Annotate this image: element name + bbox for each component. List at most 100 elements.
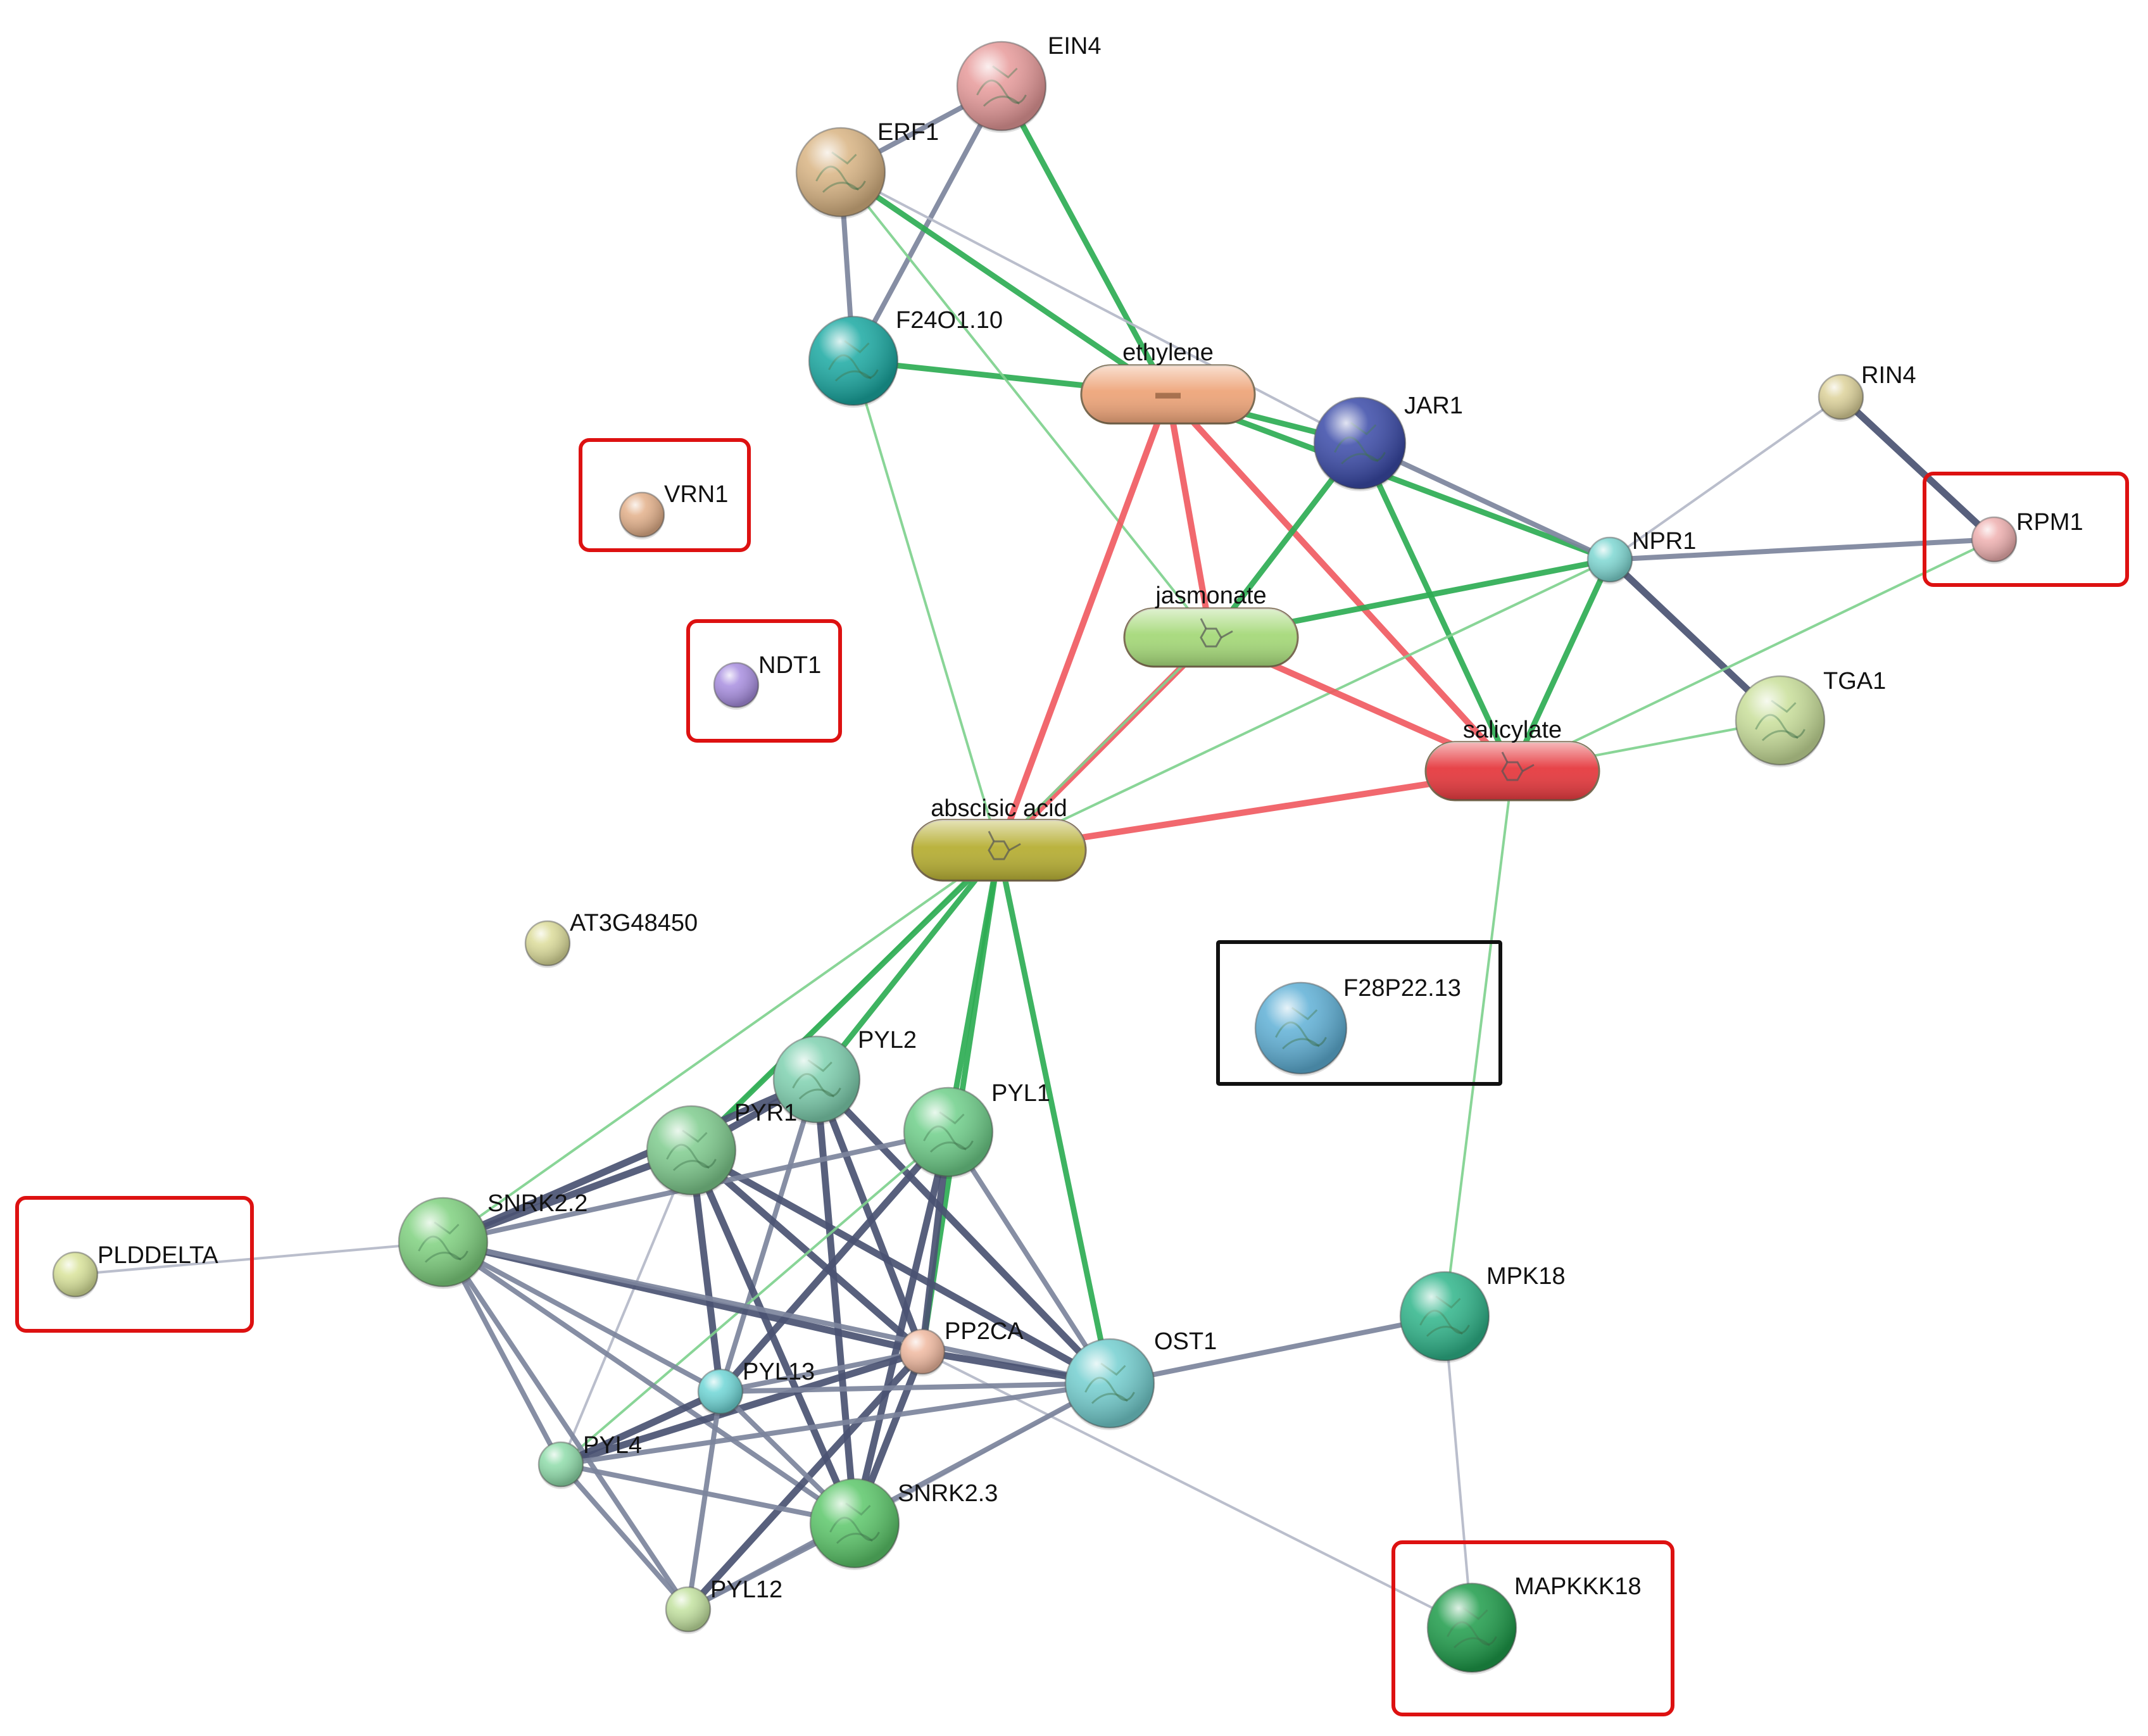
node-label-ndt1: NDT1 (758, 652, 821, 679)
edge-erf1-ethylene (838, 169, 1171, 398)
edge-pyr1-ost1 (688, 1147, 1114, 1387)
edge-pyl1-snrk2-3 (851, 1128, 952, 1527)
node-jasmonate[interactable] (1123, 607, 1299, 668)
node-abscisic-acid[interactable] (911, 819, 1087, 882)
node-label-erf1: ERF1 (877, 119, 939, 146)
highlight-box-mapkkk18 (1391, 1540, 1674, 1716)
node-ein4[interactable] (956, 41, 1047, 133)
edge-abscisic-acid-snrk2-2 (442, 849, 1000, 1243)
edge-npr1-abscisic-acid (998, 558, 1611, 852)
node-jar1[interactable] (1313, 396, 1407, 491)
edge-ost1-pyl13 (718, 1381, 1112, 1394)
edge-snrk2-2-pyl12 (441, 1240, 691, 1612)
edge-ost1-mpk18 (1107, 1314, 1447, 1386)
edge-ein4-f24o1-10 (851, 84, 1004, 363)
edge-erf1-jar1 (839, 171, 1361, 444)
node-label-mpk18: MPK18 (1486, 1263, 1566, 1290)
edge-salicylate-mpk18 (1443, 770, 1514, 1318)
nodes-layer: EIN4ERF1F24O1.10ethyleneJAR1RIN4VRN1NPR1… (52, 33, 2083, 1675)
node-label-pyl13: PYL13 (743, 1359, 815, 1385)
edge-rin4-npr1 (1609, 396, 1842, 561)
edge-snrk2-2-snrk2-3 (441, 1240, 857, 1526)
edge-npr1-rpm1 (1607, 537, 1997, 562)
node-pyl2[interactable] (772, 1035, 861, 1125)
edge-pyl1-pyl13 (717, 1128, 952, 1395)
node-pyl1[interactable] (903, 1086, 994, 1179)
node-ost1[interactable] (1064, 1338, 1155, 1430)
edge-abscisic-acid-ost1 (996, 847, 1113, 1387)
node-label-f24o1-10: F24O1.10 (896, 307, 1003, 334)
edge-pp2ca-pyl13 (718, 1349, 925, 1394)
node-label-at3g48450: AT3G48450 (570, 910, 698, 936)
node-vrn1[interactable] (619, 491, 665, 539)
node-plddelta[interactable] (52, 1251, 99, 1299)
node-label-pyl1: PYL1 (991, 1080, 1050, 1107)
node-label-rpm1: RPM1 (2016, 509, 2083, 536)
edge-pyl2-snrk2-3 (813, 1076, 858, 1527)
edge-ost1-pyl4 (558, 1381, 1112, 1467)
node-label-vrn1: VRN1 (664, 481, 728, 508)
edge-jar1-salicylate (1357, 440, 1516, 774)
node-pyl13[interactable] (697, 1368, 744, 1416)
node-mapkkk18[interactable] (1426, 1582, 1517, 1675)
node-f24o1-10[interactable] (808, 315, 899, 408)
edge-abscisic-acid-pyr1 (688, 847, 1002, 1154)
node-label-salicylate: salicylate (1463, 717, 1562, 743)
edge-snrk2-2-ost1 (441, 1240, 1112, 1386)
edge-pyl4-pyl12 (558, 1462, 691, 1612)
node-tga1[interactable] (1735, 675, 1826, 767)
edge-pp2ca-mapkkk18 (921, 1350, 1473, 1629)
node-salicylate[interactable] (1424, 741, 1600, 802)
edge-pyl13-pyl12 (686, 1389, 723, 1612)
edge-pyl4-snrk2-3 (558, 1462, 857, 1526)
node-erf1[interactable] (795, 127, 886, 219)
node-npr1[interactable] (1586, 536, 1633, 584)
node-rpm1[interactable] (1971, 516, 2018, 564)
node-pp2ca[interactable] (899, 1328, 946, 1376)
edge-ein4-ethylene (998, 83, 1171, 398)
node-label-pyl4: PYL4 (583, 1432, 642, 1459)
highlight-box-ndt1 (686, 619, 842, 743)
edge-pp2ca-pyl4 (557, 1348, 926, 1468)
node-pyl12[interactable] (665, 1586, 712, 1634)
node-f28p22-13[interactable] (1254, 981, 1348, 1076)
node-label-jar1: JAR1 (1404, 393, 1463, 419)
node-label-mapkkk18: MAPKKK18 (1514, 1573, 1642, 1600)
highlight-box-f28p22-13 (1216, 940, 1502, 1086)
highlight-boxes-layer (15, 438, 2129, 1716)
edge-rpm1-salicylate (1511, 538, 1995, 772)
edge-pyl1-pyl4 (560, 1131, 950, 1466)
node-label-pyl12: PYL12 (710, 1576, 782, 1603)
edge-f24o1-10-abscisic-acid (852, 360, 1000, 852)
edge-snrk2-2-pyl13 (441, 1240, 723, 1394)
edge-ethylene-jasmonate (1165, 391, 1214, 641)
node-label-ethylene: ethylene (1122, 339, 1214, 366)
node-pyl4[interactable] (537, 1441, 584, 1489)
edge-pyl2-ost1 (813, 1076, 1114, 1387)
node-label-jasmonate: jasmonate (1155, 582, 1266, 609)
node-ndt1[interactable] (713, 662, 760, 710)
edge-abscisic-acid-pyl2 (813, 847, 1002, 1083)
molecule-icon (988, 831, 1021, 860)
edge-pyr1-pp2ca (688, 1147, 926, 1355)
node-mpk18[interactable] (1399, 1271, 1490, 1363)
node-snrk2-2[interactable] (398, 1197, 489, 1289)
node-label-snrk2-2: SNRK2.2 (487, 1190, 587, 1217)
node-at3g48450[interactable] (524, 920, 571, 968)
node-label-plddelta: PLDDELTA (97, 1242, 218, 1269)
molecule-icon (1501, 752, 1535, 781)
node-pyr1[interactable] (646, 1105, 737, 1197)
node-label-npr1: NPR1 (1632, 528, 1696, 555)
highlight-box-rpm1 (1923, 472, 2129, 587)
node-label-pyr1: PYR1 (734, 1100, 797, 1126)
edge-salicylate-abscisic-acid (996, 768, 1516, 853)
highlight-box-plddelta (15, 1196, 254, 1333)
node-label-pp2ca: PP2CA (945, 1318, 1024, 1345)
edge-pyl2-snrk2-2 (439, 1076, 820, 1246)
node-rin4[interactable] (1818, 374, 1864, 422)
node-ethylene[interactable] (1080, 364, 1256, 425)
node-snrk2-3[interactable] (809, 1478, 900, 1570)
edge-pyr1-pyl4 (560, 1149, 693, 1466)
edge-pyl13-pyl4 (557, 1388, 724, 1468)
node-label-tga1: TGA1 (1823, 668, 1886, 695)
